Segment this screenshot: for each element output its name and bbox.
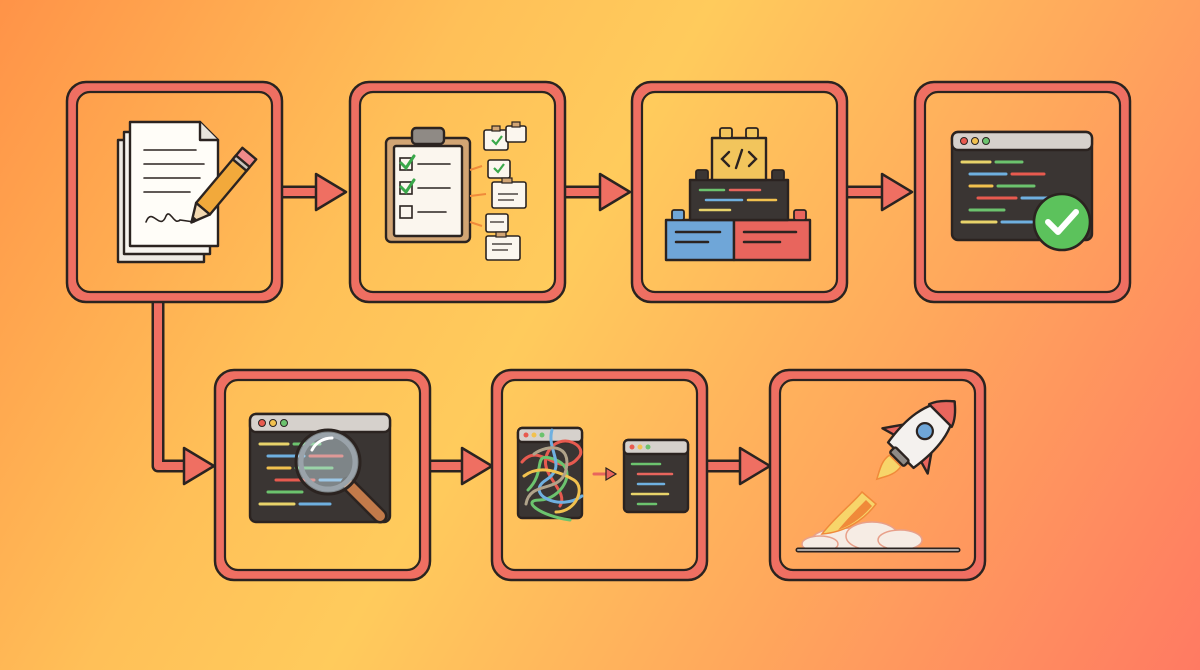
code-window-magnifier-icon — [248, 412, 392, 524]
edge-refactor-to-deploy — [702, 446, 772, 486]
connectors — [151, 172, 914, 486]
tangled-to-clean-code-icon — [516, 426, 690, 522]
document-pencil-icon — [116, 120, 258, 264]
node-deploy — [768, 368, 987, 582]
node-test-pass — [913, 80, 1132, 304]
node-build-components — [630, 80, 849, 304]
node-refactor — [490, 368, 709, 582]
edge-write-spec-to-plan-tasks — [277, 172, 348, 212]
edge-write-spec-to-review-code — [151, 297, 216, 486]
code-blocks-icon — [664, 127, 812, 262]
node-review-code — [213, 368, 432, 582]
code-window-check-icon — [950, 130, 1094, 252]
clipboard-checklist-icon — [384, 121, 527, 261]
edge-review-code-to-refactor — [425, 446, 494, 486]
edge-build-components-to-test-pass — [842, 172, 914, 212]
rocket-launch-icon — [795, 399, 961, 553]
node-frames — [65, 80, 1132, 582]
edge-plan-tasks-to-build-components — [560, 172, 632, 212]
node-plan-tasks — [348, 80, 567, 304]
node-write-spec — [65, 80, 284, 304]
